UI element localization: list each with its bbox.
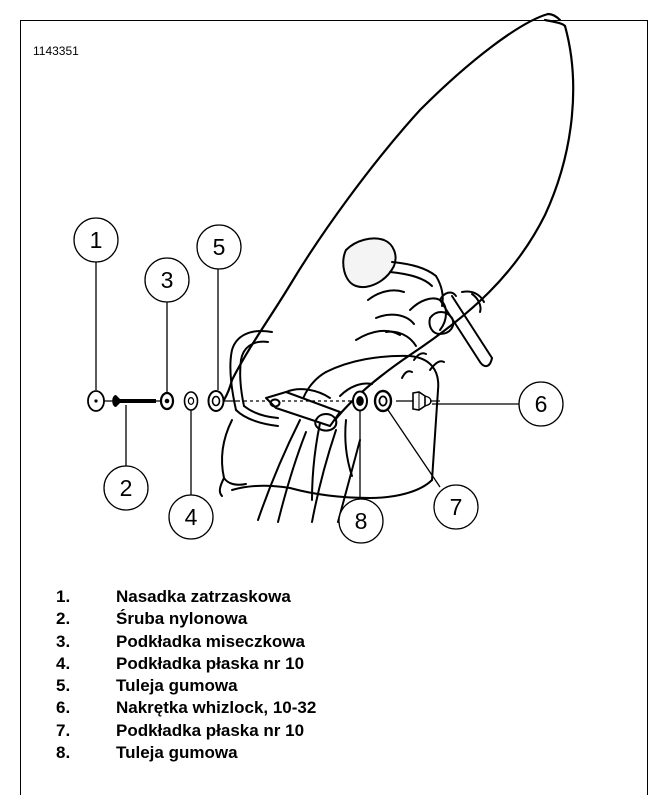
legend-item: 7. Podkładka płaska nr 10 [56, 720, 316, 742]
svg-text:7: 7 [450, 494, 463, 520]
svg-text:4: 4 [185, 504, 198, 530]
part-3-cup-washer [159, 391, 175, 411]
legend-text: Podkładka miseczkowa [116, 631, 305, 651]
svg-text:6: 6 [535, 391, 548, 417]
legend-number: 3. [56, 631, 71, 651]
legend-item: 5. Tuleja gumowa [56, 675, 316, 697]
legend-text: Nasadka zatrzaskowa [116, 587, 291, 606]
part-7-flat-washer [373, 389, 393, 413]
legend-text: Śruba nylonowa [116, 609, 248, 629]
callout-4: 4 [168, 494, 214, 540]
legend-number: 5. [56, 676, 71, 696]
callout-2: 2 [103, 465, 149, 511]
callout-6: 6 [518, 381, 564, 427]
callout-leaders [95, 262, 519, 500]
callout-3: 3 [144, 257, 190, 303]
svg-text:8: 8 [355, 508, 368, 534]
callout-5: 5 [196, 224, 242, 270]
windshield [213, 12, 575, 422]
legend-text: Podkładka płaska nr 10 [116, 653, 305, 673]
parts-legend: 1. Nasadka zatrzaskowa 2. Śruba nylonowa… [56, 586, 316, 764]
part-5-rubber-grommet [207, 390, 225, 412]
bolt-bracket [265, 388, 341, 432]
callout-8: 8 [338, 498, 384, 544]
legend-text: Nakrętka whizlock, 10-32 [116, 698, 317, 718]
part-4-flat-washer [183, 391, 199, 411]
exploded-view-diagram: 1 2 3 4 5 6 7 8 [73, 12, 575, 544]
legend-number: 2. [56, 609, 71, 629]
legend-item: 6. Nakrętka whizlock, 10-32 [56, 697, 316, 719]
legend-item: 1. Nasadka zatrzaskowa [56, 586, 316, 608]
part-1-snap-cap [87, 390, 105, 412]
svg-text:1: 1 [90, 227, 103, 253]
mount-bracket-left [218, 330, 279, 497]
legend-number: 4. [56, 653, 71, 673]
legend-text: Podkładka płaska nr 10 [116, 720, 305, 740]
part-8-rubber-grommet [352, 390, 368, 412]
handlebar [428, 290, 493, 368]
legend-number: 6. [56, 698, 71, 718]
figure-frame [20, 20, 648, 795]
legend-item: 2. Śruba nylonowa [56, 608, 316, 630]
legend-number: 1. [56, 587, 71, 606]
svg-text:3: 3 [161, 267, 174, 293]
callout-1: 1 [73, 217, 119, 263]
svg-text:5: 5 [213, 234, 226, 260]
callout-7: 7 [433, 484, 479, 530]
legend-text: Tuleja gumowa [116, 676, 238, 696]
legend-item: 4. Podkładka płaska nr 10 [56, 653, 316, 675]
legend-text: Tuleja gumowa [116, 743, 238, 763]
figure-id: 1143351 [33, 44, 79, 58]
part-6-whizlock-nut [412, 391, 432, 411]
svg-text:2: 2 [120, 475, 133, 501]
legend-item: 8. Tuleja gumowa [56, 742, 316, 764]
legend-number: 7. [56, 720, 71, 740]
part-2-nylon-screw [112, 395, 156, 407]
legend-number: 8. [56, 743, 71, 763]
mirror [342, 237, 444, 307]
legend-item: 3. Podkładka miseczkowa [56, 631, 316, 653]
